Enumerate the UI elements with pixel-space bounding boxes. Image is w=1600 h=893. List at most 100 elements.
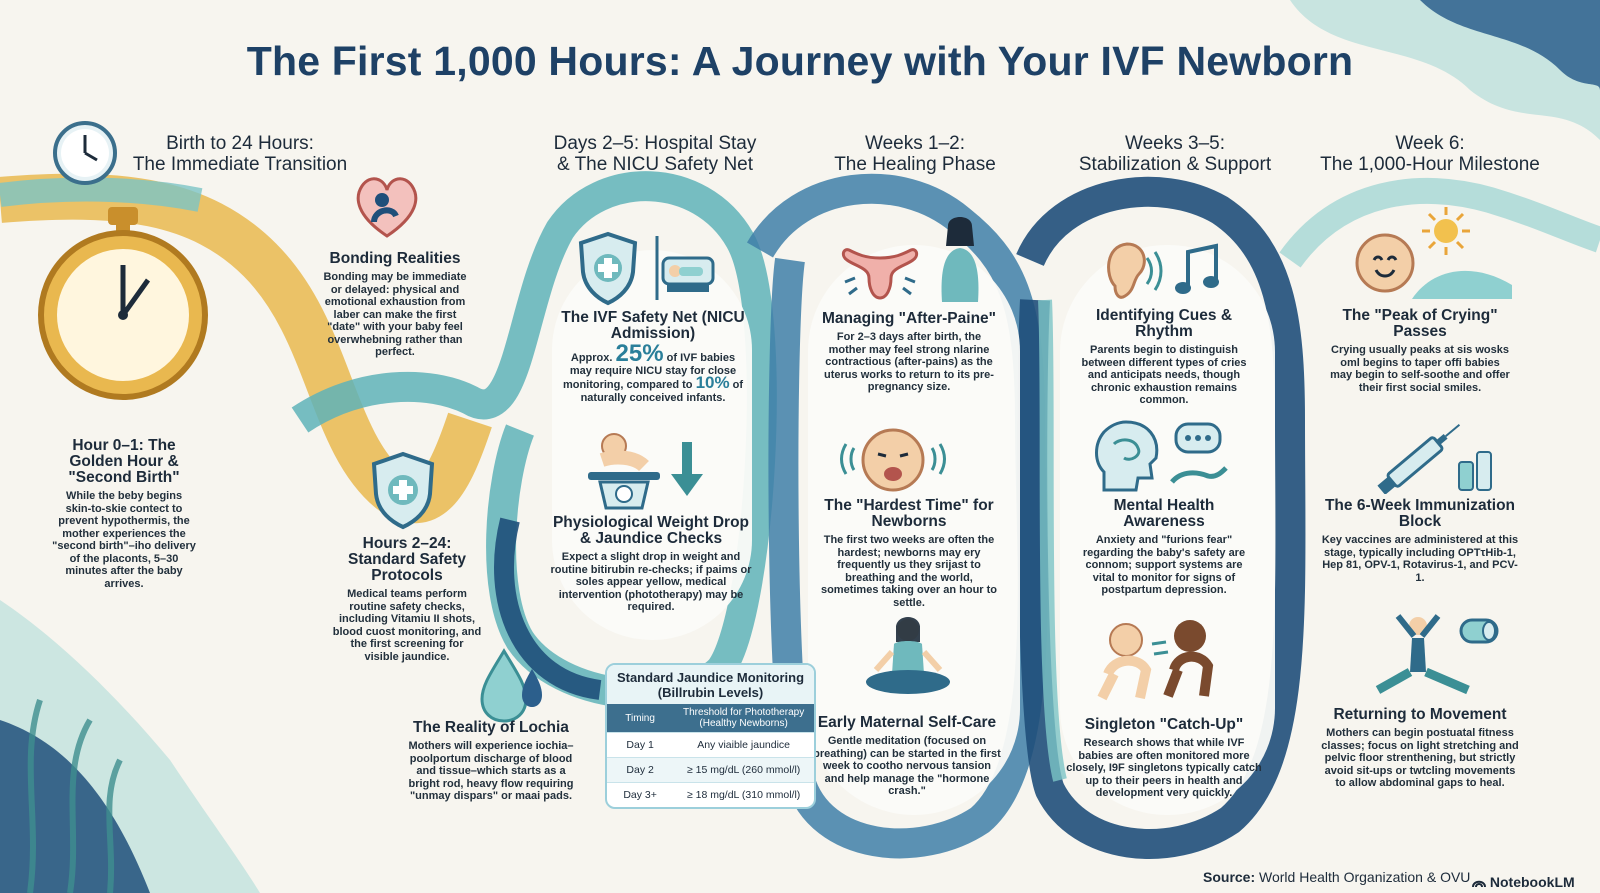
jaundice-table-grid: Timing Threshold for Phototherapy (Healt… bbox=[607, 704, 814, 807]
ear-icon bbox=[1107, 242, 1163, 299]
phase-header-4: Weeks 3–5: Stabilization & Support bbox=[1060, 133, 1290, 175]
card-weight: Physiological Weight Drop & Jaundice Che… bbox=[548, 515, 754, 614]
table-row: Day 2 ≥ 15 mg/dL (260 mmol/l) bbox=[607, 757, 814, 783]
phase-header-1-line2: The Immediate Transition bbox=[132, 154, 348, 175]
heart-embrace-icon bbox=[356, 177, 418, 238]
table-cell: Any viaible jaundice bbox=[673, 732, 814, 758]
card-golden-hour: Hour 0–1: The Golden Hour & "Second Birt… bbox=[52, 438, 196, 590]
brand-label: NotebookLM bbox=[1489, 874, 1575, 890]
card-bonding-title: Bonding Realities bbox=[329, 250, 461, 267]
card-safety-body: Medical teams perform routine safety che… bbox=[332, 588, 482, 663]
card-selfcare-body: Gentle meditation (focused on breathing)… bbox=[813, 735, 1001, 797]
yoga-mat-icon bbox=[1459, 618, 1499, 644]
card-nicu-mid: of IVF babies may require NICU stay for … bbox=[562, 352, 737, 391]
table-cell: ≥ 15 mg/dL (260 mmol/l) bbox=[673, 757, 814, 783]
card-movement: Returning to Movement Mothers can begin … bbox=[1320, 707, 1520, 790]
card-cues-title: Identifying Cues & Rhythm bbox=[1095, 307, 1233, 340]
crawling-babies-icon bbox=[1097, 620, 1214, 701]
chat-hand-icon bbox=[1170, 422, 1228, 484]
card-immunization-body: Key vaccines are administered at this st… bbox=[1321, 534, 1519, 584]
card-lochia: The Reality of Lochia Mothers will exper… bbox=[406, 720, 576, 803]
card-afterpains-body: For 2–3 days after birth, the mother may… bbox=[824, 331, 994, 393]
head-icon bbox=[1095, 420, 1159, 492]
panel-2 bbox=[552, 250, 752, 640]
yoga-icon bbox=[1375, 614, 1470, 695]
card-golden-hour-title: Hour 0–1: The Golden Hour & "Second Birt… bbox=[68, 437, 180, 486]
wall-clock-icon bbox=[53, 121, 117, 185]
ribbon-loop-1-navy bbox=[494, 517, 602, 700]
card-bonding-body: Bonding may be immediate or delayed: phy… bbox=[323, 271, 467, 358]
notebooklm-icon bbox=[1472, 880, 1486, 888]
card-hardest-body: The first two weeks are often the hardes… bbox=[820, 534, 998, 609]
card-lochia-title: The Reality of Lochia bbox=[413, 719, 569, 736]
card-cues-body: Parents begin to distinguish between dif… bbox=[1081, 344, 1247, 406]
ribbon-end bbox=[1279, 177, 1600, 268]
panel-3 bbox=[808, 245, 1020, 815]
card-selfcare: Early Maternal Self-Care Gentle meditati… bbox=[812, 715, 1002, 798]
phase-header-3-line2: The Healing Phase bbox=[834, 154, 996, 175]
phase-header-5-line1: Week 6: bbox=[1395, 133, 1465, 154]
card-weight-body: Expect a slight drop in weight and routi… bbox=[550, 551, 752, 613]
card-safety-title: Hours 2–24: Standard Safety Protocols bbox=[347, 535, 466, 584]
card-bonding: Bonding Realities Bonding may be immedia… bbox=[320, 251, 470, 359]
card-movement-body: Mothers can begin postuatal fitness clas… bbox=[1321, 727, 1519, 789]
phase-header-2-line1: Days 2–5: Hospital Stay bbox=[553, 133, 757, 154]
uterus-icon bbox=[841, 248, 919, 300]
baby-face-icon bbox=[1355, 233, 1415, 293]
card-selfcare-title: Early Maternal Self-Care bbox=[817, 714, 997, 731]
card-golden-hour-body: While the beby begins skin-to-skie conte… bbox=[52, 490, 196, 590]
water-drop-icon bbox=[480, 648, 542, 723]
card-mental-title: Mental Health Awareness bbox=[1113, 497, 1215, 530]
crying-baby-icon bbox=[840, 428, 946, 492]
card-afterpains: Managing "After-Paine" For 2–3 days afte… bbox=[818, 311, 1000, 394]
table-cell: ≥ 18 mg/dL (310 mmol/l) bbox=[673, 782, 814, 807]
mother-icon bbox=[941, 217, 979, 302]
sun-icon bbox=[1422, 207, 1470, 255]
ribbon-loop-3-teal bbox=[1038, 299, 1067, 782]
table-header-row: Timing Threshold for Phototherapy (Healt… bbox=[607, 704, 814, 733]
card-nicu-body: Approx. 25% of IVF babies may require NI… bbox=[560, 342, 746, 404]
phase-header-5: Week 6: The 1,000-Hour Milestone bbox=[1310, 133, 1550, 175]
hill-icon bbox=[1412, 270, 1512, 299]
baby-scale-icon bbox=[588, 433, 660, 510]
nicu-stat-natural: 10% bbox=[695, 373, 730, 392]
card-afterpains-title: Managing "After-Paine" bbox=[821, 310, 997, 327]
source-text: World Health Organization & OVU bbox=[1259, 869, 1471, 885]
table-cell: Day 3+ bbox=[607, 782, 674, 807]
phase-header-2: Days 2–5: Hospital Stay & The NICU Safet… bbox=[535, 133, 775, 175]
music-note-icon bbox=[1175, 243, 1219, 294]
table-cell: Day 2 bbox=[607, 757, 674, 783]
down-arrow-icon bbox=[671, 442, 703, 496]
nicu-stat-ivf: 25% bbox=[615, 340, 664, 367]
card-nicu-pre: Approx. bbox=[570, 352, 613, 364]
page-title: The First 1,000 Hours: A Journey with Yo… bbox=[246, 38, 1354, 84]
table-cell: Day 1 bbox=[607, 732, 674, 758]
shield-cross-icon bbox=[371, 451, 435, 530]
card-cues: Identifying Cues & Rhythm Parents begin … bbox=[1074, 308, 1254, 407]
ribbon-loop-3 bbox=[1016, 176, 1306, 859]
table-header-timing: Timing bbox=[607, 704, 674, 733]
stopwatch-icon bbox=[38, 207, 208, 400]
phase-header-4-line1: Weeks 3–5: bbox=[1125, 133, 1225, 154]
card-singleton-body: Research shows that while IVF babies are… bbox=[1066, 737, 1262, 799]
shield-cross-icon-nicu bbox=[578, 231, 638, 306]
phase-header-5-line2: The 1,000-Hour Milestone bbox=[1320, 154, 1540, 175]
card-mental-body: Anxiety and "furions fear" regarding the… bbox=[1082, 534, 1246, 596]
jaundice-table-caption: Standard Jaundice Monitoring (Billrubin … bbox=[607, 665, 814, 704]
card-lochia-body: Mothers will experience iochia–poolportu… bbox=[408, 740, 574, 802]
card-crying: The "Peak of Crying" Passes Crying usual… bbox=[1330, 308, 1510, 394]
card-immunization: The 6-Week Immunization Block Key vaccin… bbox=[1320, 498, 1520, 584]
card-hardest: The "Hardest Time" for Newborns The firs… bbox=[816, 498, 1002, 609]
source-label: Source: bbox=[1203, 869, 1256, 885]
table-header-threshold: Threshold for Phototherapy (Healthy Newb… bbox=[673, 704, 814, 733]
brand-watermark: NotebookLM bbox=[1472, 874, 1575, 890]
card-nicu-post: of naturally conceived infants. bbox=[580, 379, 744, 404]
card-singleton: Singleton "Catch-Up" Research shows that… bbox=[1066, 717, 1262, 800]
card-immunization-title: The 6-Week Immunization Block bbox=[1324, 497, 1516, 530]
card-nicu: The IVF Safety Net (NICU Admission) Appr… bbox=[560, 310, 746, 404]
card-crying-title: The "Peak of Crying" Passes bbox=[1342, 307, 1498, 340]
card-safety: Hours 2–24: Standard Safety Protocols Me… bbox=[332, 536, 482, 663]
phase-header-4-line2: Stabilization & Support bbox=[1078, 154, 1272, 175]
card-crying-body: Crying usually peaks at sis wosks oml be… bbox=[1330, 344, 1510, 394]
table-row: Day 1 Any viaible jaundice bbox=[607, 732, 814, 758]
